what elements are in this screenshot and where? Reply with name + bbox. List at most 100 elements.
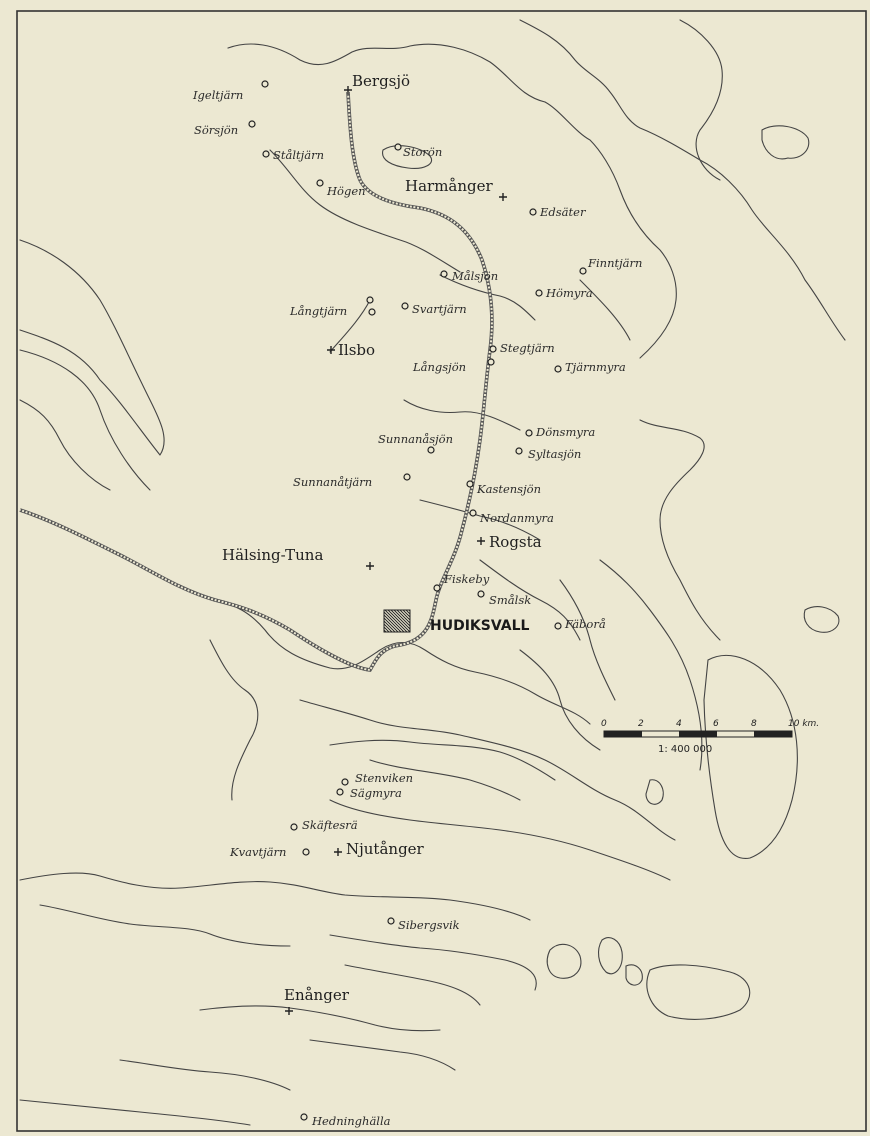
lake-marker-icon bbox=[403, 473, 411, 481]
place-bergsjo: Bergsjö bbox=[344, 72, 410, 94]
railway bbox=[19, 91, 494, 672]
place-fabora: Fäborå bbox=[554, 617, 606, 631]
lake-marker-icon bbox=[290, 823, 298, 831]
place-nordanmyra: Nordanmyra bbox=[469, 509, 554, 525]
place-storon: Storön bbox=[394, 143, 442, 159]
place-edsater: Edsäter bbox=[529, 205, 587, 219]
place-malsjon: Målsjön bbox=[440, 269, 498, 283]
scale-tick-6: 6 bbox=[713, 719, 719, 729]
place-label: HUDIKSVALL bbox=[430, 618, 529, 634]
place-svartjarn: Svartjärn bbox=[401, 302, 467, 316]
place-langtjarn2 bbox=[368, 308, 376, 316]
place-syltasjon: Syltasjön bbox=[515, 447, 581, 461]
place-langsjon: Långsjön bbox=[412, 358, 495, 374]
lake-marker-icon bbox=[300, 1113, 308, 1121]
lake-marker-icon bbox=[336, 788, 344, 796]
place-stenviken: Stenviken bbox=[341, 771, 413, 786]
place-label: Dönsmyra bbox=[535, 425, 595, 439]
church-cross-icon bbox=[327, 346, 335, 354]
place-donsmyra: Dönsmyra bbox=[525, 425, 595, 439]
place-label: Hedninghälla bbox=[311, 1114, 391, 1128]
place-label: Högen bbox=[326, 184, 366, 198]
town-hatch-icon bbox=[383, 609, 411, 633]
place-fiskeby: Fiskeby bbox=[433, 572, 490, 592]
church-cross-icon bbox=[366, 562, 374, 570]
place-sagmyra: Sägmyra bbox=[336, 786, 402, 800]
place-label: Sunnanåtjärn bbox=[293, 475, 372, 489]
place-label: Tjärnmyra bbox=[565, 360, 626, 374]
lake-marker-icon bbox=[440, 270, 448, 278]
lake-marker-icon bbox=[529, 208, 537, 216]
place-label: Harmånger bbox=[405, 177, 494, 195]
place-label: Ilsbo bbox=[338, 341, 375, 359]
place-label: Enånger bbox=[284, 986, 350, 1004]
place-finntjarn: Finntjärn bbox=[579, 256, 642, 275]
place-staltjarn: Ståltjärn bbox=[262, 148, 324, 162]
place-label: Fäborå bbox=[564, 617, 606, 631]
lake-marker-icon bbox=[427, 446, 435, 454]
place-sorsjon: Sörsjön bbox=[194, 120, 256, 137]
place-label: Sörsjön bbox=[194, 123, 238, 137]
islands bbox=[382, 125, 840, 1020]
lake-marker-icon bbox=[579, 267, 587, 275]
place-halsingtuna: Hälsing-Tuna bbox=[222, 546, 374, 570]
scale-ratio: 1: 400 000 bbox=[658, 744, 712, 755]
place-label: Kvavtjärn bbox=[229, 845, 286, 859]
lake-marker-icon bbox=[394, 143, 402, 151]
place-igeltjarn: Igeltjärn bbox=[192, 80, 269, 102]
lake-marker-icon bbox=[469, 509, 477, 517]
place-label: Syltasjön bbox=[528, 447, 581, 461]
scale-tick-4: 4 bbox=[676, 719, 682, 729]
place-label: Finntjärn bbox=[587, 256, 642, 270]
place-sunnanasjon: Sunnanåsjön bbox=[378, 432, 453, 454]
lake-marker-icon bbox=[554, 365, 562, 373]
place-label: Edsäter bbox=[539, 205, 587, 219]
scale-tick-2: 2 bbox=[638, 719, 644, 729]
place-tjarnmyra: Tjärnmyra bbox=[554, 360, 626, 374]
place-label: Storön bbox=[403, 145, 442, 159]
place-kvavtjarn: Kvavtjärn bbox=[229, 845, 310, 859]
place-label: Hälsing-Tuna bbox=[222, 546, 323, 564]
place-label: Njutånger bbox=[346, 840, 425, 858]
scale-tick-10: 10 km. bbox=[788, 719, 819, 729]
place-label: Rogsta bbox=[489, 533, 542, 551]
place-ilsbo: Ilsbo bbox=[327, 341, 375, 359]
place-label: Igeltjärn bbox=[192, 88, 243, 102]
lake-marker-icon bbox=[261, 80, 269, 88]
place-label: Långsjön bbox=[412, 360, 466, 374]
lake-marker-icon bbox=[366, 296, 374, 304]
place-langtjarn: Långtjärn bbox=[289, 296, 374, 318]
place-sunnanatjarn: Sunnanåtjärn bbox=[293, 473, 411, 489]
church-cross-icon bbox=[334, 848, 342, 856]
place-label: Stenviken bbox=[355, 771, 413, 785]
scale-tick-8: 8 bbox=[751, 719, 757, 729]
lake-marker-icon bbox=[515, 447, 523, 455]
place-label: Fiskeby bbox=[443, 572, 490, 586]
lake-marker-icon bbox=[433, 584, 441, 592]
place-label: Kastensjön bbox=[476, 482, 541, 496]
lake-marker-icon bbox=[487, 358, 495, 366]
place-label: Nordanmyra bbox=[479, 511, 554, 525]
coastlines bbox=[19, 19, 846, 1126]
place-label: Ståltjärn bbox=[273, 148, 324, 162]
place-label: Svartjärn bbox=[412, 302, 467, 316]
place-sibergsvik: Sibergsvik bbox=[387, 917, 460, 932]
place-label: Sägmyra bbox=[350, 786, 402, 800]
lake-marker-icon bbox=[316, 179, 324, 187]
lake-marker-icon bbox=[525, 429, 533, 437]
lake-marker-icon bbox=[401, 302, 409, 310]
place-rogsta: Rogsta bbox=[477, 533, 542, 551]
church-cross-icon bbox=[477, 537, 485, 545]
scale-tick-0: 0 bbox=[601, 719, 607, 729]
lake-marker-icon bbox=[368, 308, 376, 316]
church-cross-icon bbox=[499, 193, 507, 201]
place-hudiksvall: HUDIKSVALL bbox=[383, 609, 529, 634]
lake-marker-icon bbox=[302, 848, 310, 856]
lake-marker-icon bbox=[248, 120, 256, 128]
place-njutanger: Njutånger bbox=[334, 840, 425, 858]
place-harmanger: Harmånger bbox=[405, 177, 507, 201]
place-label: Sunnanåsjön bbox=[378, 432, 453, 446]
place-smalsk: Smålsk bbox=[477, 590, 531, 607]
